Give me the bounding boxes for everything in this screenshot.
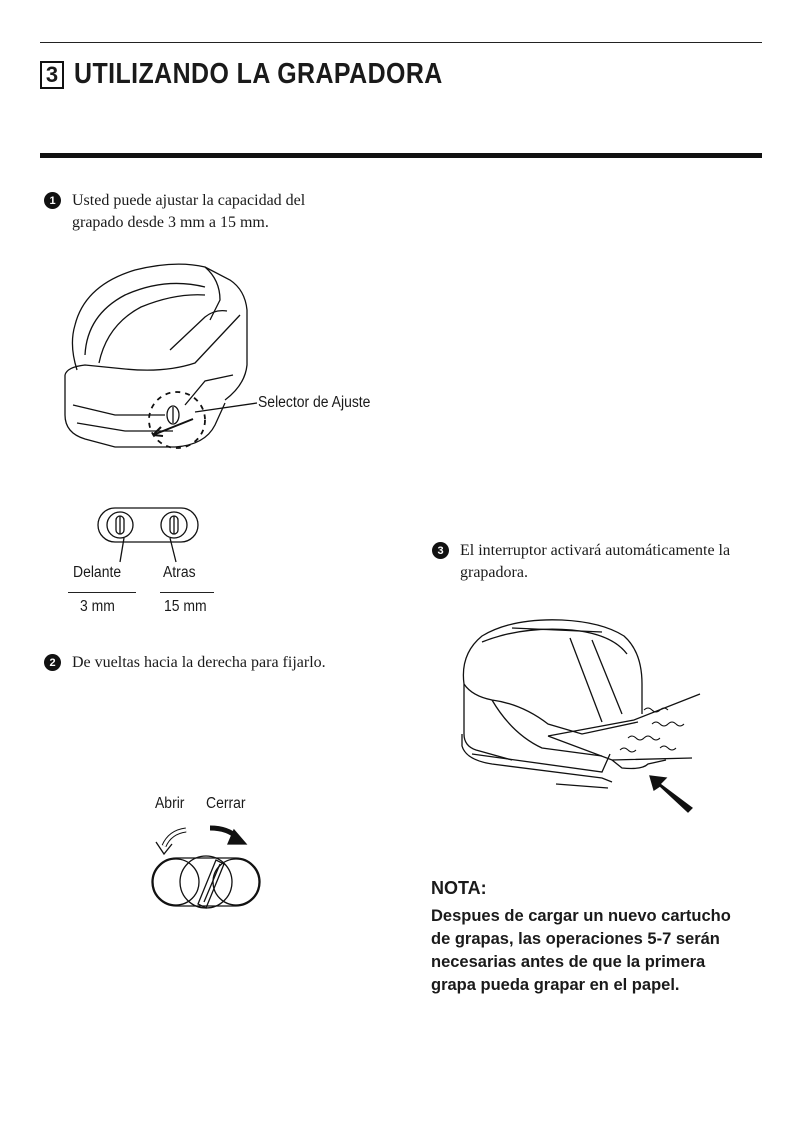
step-3: 3 El interruptor activará automáticament… — [432, 540, 782, 584]
header-underline — [40, 153, 762, 158]
note-line: necesarias antes de que la primera — [431, 953, 706, 971]
step-text: Usted puede ajustar la capacidad del gra… — [72, 190, 305, 234]
front-underline — [68, 592, 136, 593]
note-line: grapa pueda grapar en el papel. — [431, 976, 680, 994]
step-text-line: El interruptor activará automáticamente … — [460, 542, 731, 559]
selector-diagram — [90, 500, 220, 570]
front-value: 3 mm — [80, 598, 115, 615]
step-2: 2 De vueltas hacia la derecha para fijar… — [44, 652, 384, 674]
close-label: Cerrar — [206, 795, 246, 812]
stapler-paper-illustration — [452, 614, 702, 814]
section-number-box: 3 — [40, 60, 64, 89]
step-badge: 2 — [44, 654, 61, 671]
note-body: Despues de cargar un nuevo cartucho de g… — [431, 905, 781, 997]
step-badge: 1 — [44, 192, 61, 209]
step-text-line: grapadora. — [460, 564, 528, 581]
back-value: 15 mm — [164, 598, 207, 615]
step-1: 1 Usted puede ajustar la capacidad del g… — [44, 190, 384, 234]
note-block: NOTA: Despues de cargar un nuevo cartuch… — [431, 878, 781, 997]
front-label: Delante — [73, 564, 122, 581]
note-line: Despues de cargar un nuevo cartucho — [431, 907, 731, 925]
dial-illustration — [148, 818, 268, 913]
section-header: 3 UTILIZANDO LA GRAPADORA — [40, 58, 503, 91]
step-text: De vueltas hacia la derecha para fijarlo… — [72, 654, 326, 671]
selector-callout-label: Selector de Ajuste — [258, 394, 371, 411]
step-badge: 3 — [432, 542, 449, 559]
step-text: El interruptor activará automáticamente … — [460, 540, 730, 584]
stapler-illustration — [55, 255, 375, 470]
step-text-line: Usted puede ajustar la capacidad del — [72, 192, 306, 209]
note-line: de grapas, las operaciones 5-7 serán — [431, 930, 720, 948]
section-number: 3 — [45, 61, 59, 87]
back-underline — [160, 592, 214, 593]
back-label: Atras — [163, 564, 196, 581]
note-heading: NOTA: — [431, 878, 487, 898]
step-text-line: grapado desde 3 mm a 15 mm. — [72, 214, 269, 231]
open-label: Abrir — [155, 795, 185, 812]
top-rule — [40, 42, 762, 43]
page-title: UTILIZANDO LA GRAPADORA — [74, 58, 443, 90]
